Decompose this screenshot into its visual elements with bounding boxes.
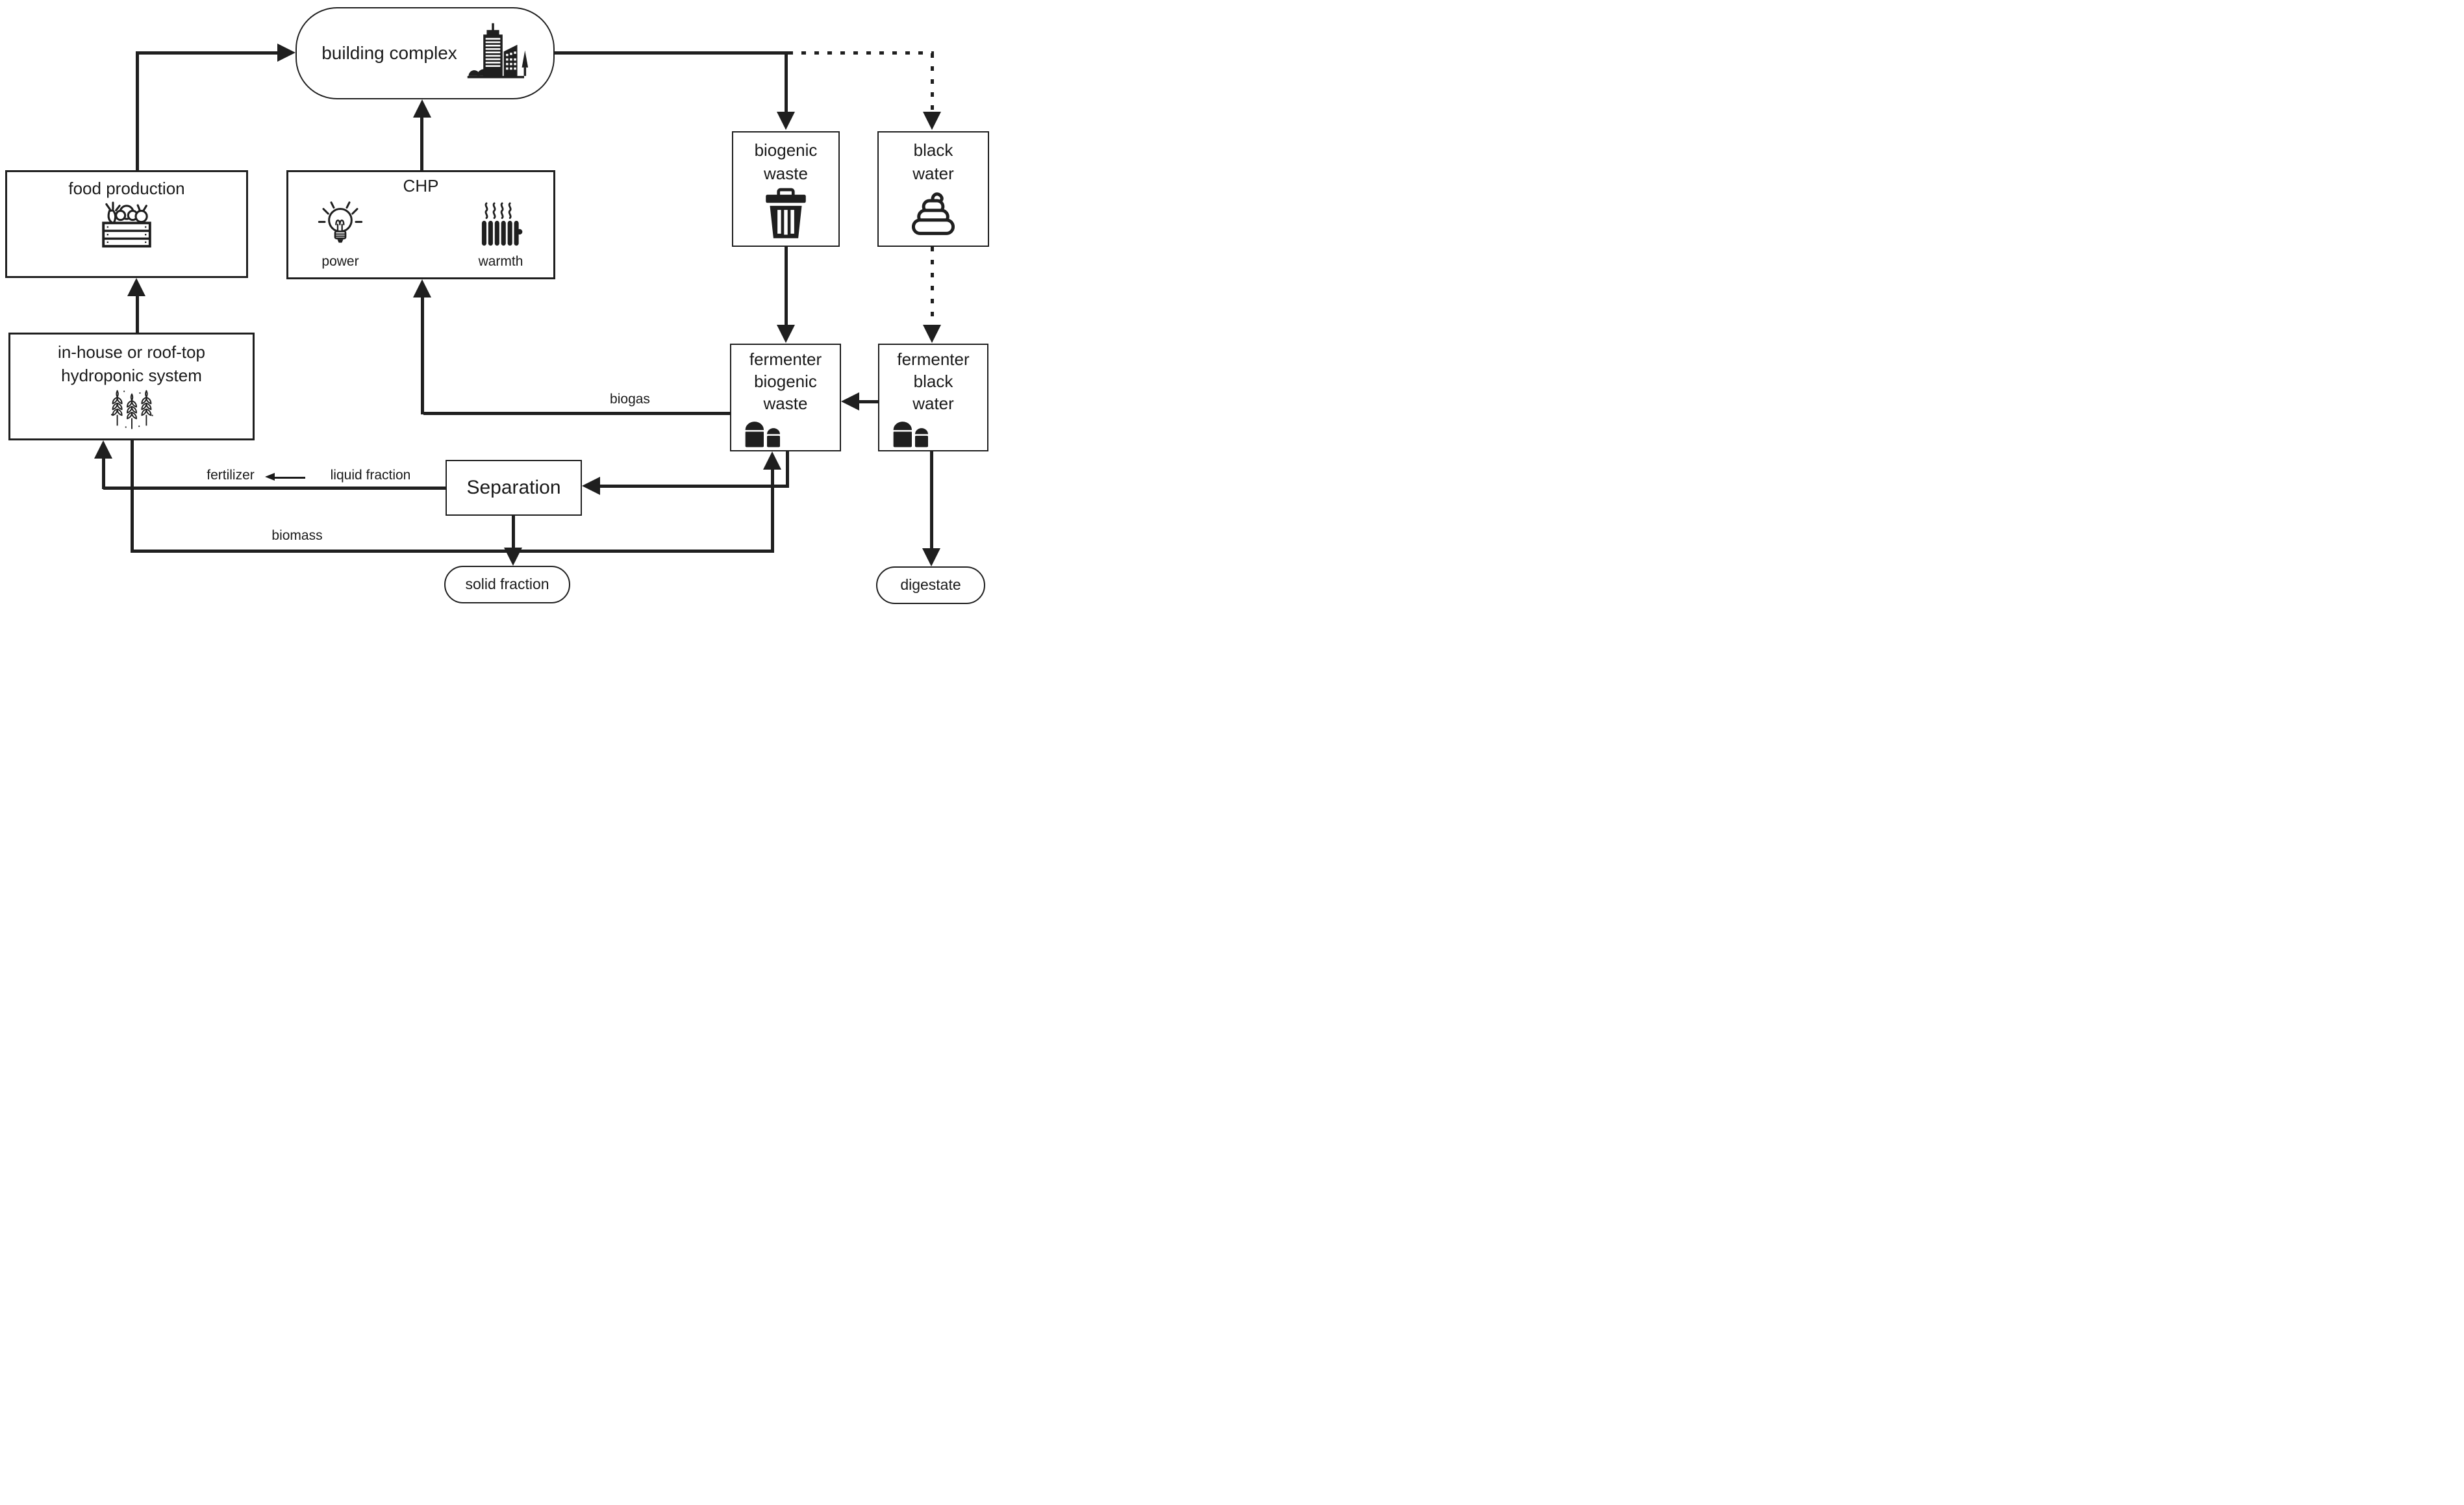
edge-biogas-vertical [421, 296, 424, 414]
storage-tanks-icon [888, 416, 935, 448]
node-fermenter-black-water: fermenter black water [878, 344, 988, 451]
arrowhead-into-building-left [277, 44, 295, 62]
chp-warmth-label: warmth [478, 253, 523, 269]
wheat-ears-icon [98, 389, 166, 431]
edge-label-biogas: biogas [610, 392, 650, 407]
edge-building-to-blackwater-dotted-vertical [931, 53, 934, 113]
vegetable-crate-icon [88, 201, 165, 249]
arrowhead-into-biogenic-waste [777, 112, 795, 130]
edge-fermblack-to-fermbio [858, 400, 878, 403]
node-food-production: food production [5, 170, 248, 278]
edge-separation-to-solid [512, 516, 515, 550]
solid-fraction-label: solid fraction [465, 575, 549, 593]
edge-hydro-to-food [136, 295, 139, 333]
arrowhead-into-black-water [923, 112, 941, 130]
edge-building-to-blackwater-dotted-horizontal [788, 51, 934, 55]
arrowhead-into-solid-fraction [504, 548, 522, 566]
node-digestate: digestate [876, 566, 985, 604]
digestate-label: digestate [900, 576, 961, 594]
flow-diagram-canvas: biogas fertilizer liquid fraction biomas… [0, 0, 1000, 611]
fermenter-blackwater-label: fermenter black water [897, 349, 970, 413]
node-solid-fraction: solid fraction [444, 566, 570, 603]
edge-food-to-building-horizontal [136, 51, 279, 55]
trash-bin-icon [762, 187, 810, 240]
biogenic-waste-label: biogenic waste [754, 140, 818, 183]
building-complex-label: building complex [321, 42, 457, 63]
fertilizer-small-arrow-head [265, 473, 275, 481]
node-fermenter-biogenic-waste: fermenter biogenic waste [730, 344, 841, 451]
hydroponic-label: in-house or roof-top hydroponic system [58, 342, 205, 385]
edge-building-to-biogenic-horizontal [554, 51, 788, 55]
arrowhead-into-digestate [922, 548, 940, 566]
edge-blackwater-to-fermenter-dotted [931, 247, 934, 326]
edge-biogas-horizontal [423, 412, 730, 415]
arrowhead-into-separation-right [582, 477, 600, 495]
edge-biomass-horizontal [131, 550, 774, 553]
arrowhead-into-fermbio-right [841, 392, 859, 411]
edge-food-to-building-vertical [136, 51, 139, 171]
edge-fermblack-to-digestate [930, 451, 933, 550]
edge-biomass-descender [131, 440, 134, 553]
node-separation: Separation [446, 460, 582, 516]
food-production-label: food production [68, 179, 185, 198]
arrowhead-into-fermbio-bottom [763, 451, 781, 470]
city-skyline-icon [466, 21, 529, 86]
chp-warmth-output: warmth [475, 199, 526, 272]
fermenter-biogenic-label: fermenter biogenic waste [749, 349, 822, 413]
light-bulb-icon [316, 199, 365, 251]
poop-icon [905, 188, 962, 238]
edge-fermbio-to-separation-vertical [786, 451, 789, 488]
arrowhead-into-building-bottom [413, 99, 431, 118]
fertilizer-small-arrow-line [274, 477, 305, 479]
node-building-complex: building complex [295, 7, 555, 99]
radiator-icon [475, 199, 526, 251]
edge-liquid-fraction-horizontal [103, 487, 446, 490]
edge-label-biomass: biomass [271, 528, 323, 543]
arrowhead-into-fermenter-blackwater [923, 325, 941, 343]
node-biogenic-waste: biogenic waste [732, 131, 840, 247]
edge-chp-to-building [420, 116, 423, 171]
edge-label-fertilizer: fertilizer [207, 468, 255, 483]
edge-label-liquid-fraction: liquid fraction [330, 468, 411, 483]
arrowhead-into-hydroponic-bottom [94, 440, 112, 459]
node-chp: CHP [286, 170, 555, 279]
edge-building-to-biogenic-vertical [785, 53, 788, 113]
node-black-water: black water [877, 131, 989, 247]
edge-biogenic-to-fermenter [785, 247, 788, 326]
separation-label: Separation [466, 477, 561, 499]
edge-fermbio-to-separation-horizontal [599, 485, 789, 488]
edge-biomass-riser [771, 468, 774, 551]
arrowhead-into-chp-bottom [413, 279, 431, 297]
node-hydroponic-system: in-house or roof-top hydroponic system [8, 333, 255, 440]
arrowhead-into-food-bottom [127, 278, 145, 296]
chp-label: CHP [403, 176, 439, 196]
storage-tanks-icon [740, 416, 787, 448]
arrowhead-into-fermenter-biogenic [777, 325, 795, 343]
black-water-label: black water [912, 140, 954, 183]
chp-power-label: power [321, 253, 359, 269]
chp-power-output: power [316, 199, 365, 272]
edge-fertilizer-vertical [102, 457, 105, 489]
